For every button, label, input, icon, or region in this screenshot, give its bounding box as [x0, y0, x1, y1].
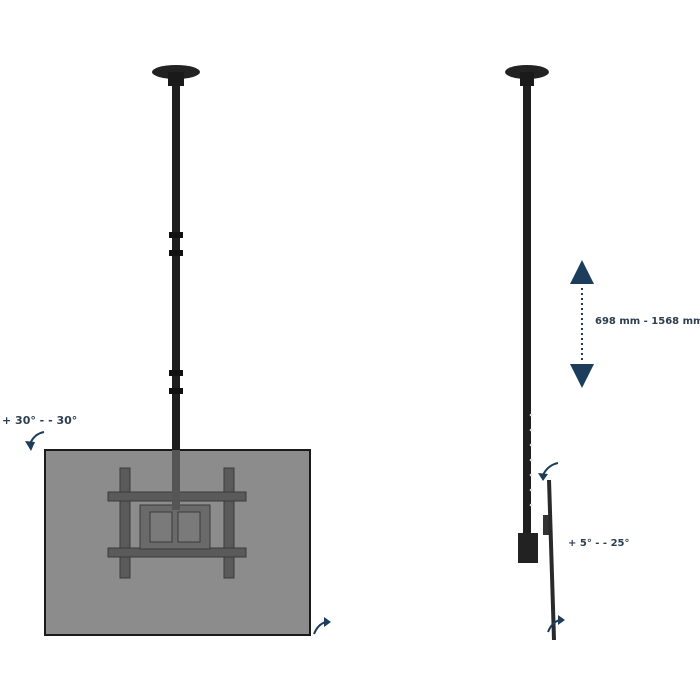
vesa-bracket: [107, 450, 247, 579]
tilt-range-label: + 5° - - 25°: [568, 538, 630, 549]
pole: [172, 86, 180, 456]
down-arrow-icon: [570, 364, 594, 388]
screen-profile: [547, 480, 556, 640]
side-view-mount: [505, 65, 556, 640]
height-range-label: 698 mm - 1568 mm: [595, 316, 700, 327]
swivel-range-label: + 30° - - 30°: [2, 414, 78, 427]
front-view-mount: [44, 65, 311, 636]
pole-side: [523, 86, 531, 536]
up-arrow-icon: [570, 260, 594, 284]
tilt-arrow-icon: [542, 462, 559, 476]
